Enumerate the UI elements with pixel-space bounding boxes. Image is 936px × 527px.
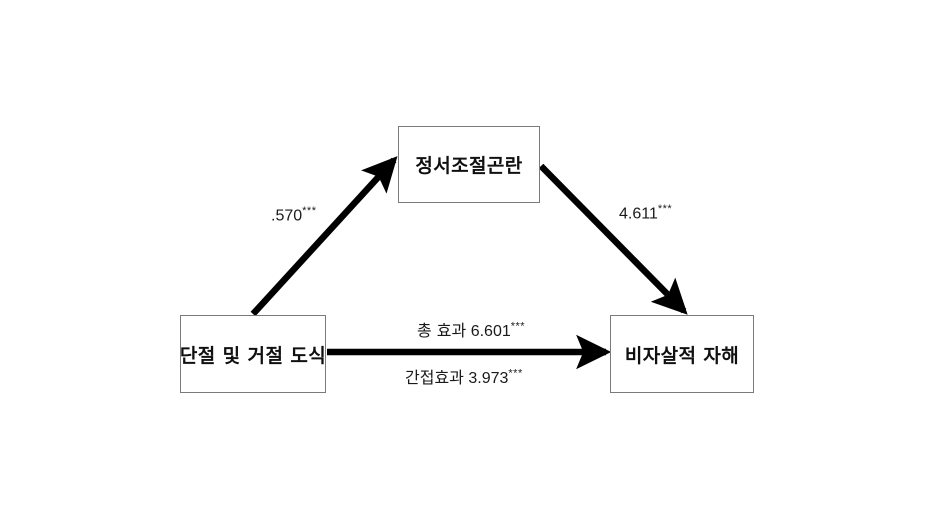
arrow-b-path bbox=[538, 163, 688, 315]
path-a-significance: *** bbox=[302, 205, 317, 217]
path-label-a: .570*** bbox=[271, 205, 316, 225]
node-outcome-label: 비자살적 자해 bbox=[624, 344, 740, 367]
total-effect-significance: *** bbox=[510, 320, 526, 333]
path-a-coefficient: .570 bbox=[271, 207, 303, 225]
total-effect-value: 6.601 bbox=[470, 323, 511, 340]
path-b-coefficient: 4.611 bbox=[619, 205, 658, 223]
path-label-b: 4.611*** bbox=[619, 203, 672, 223]
node-predictor-label: 단절 및 거절 도식 bbox=[179, 344, 327, 367]
node-mediator: 정서조절곤란 bbox=[398, 126, 540, 203]
indirect-effect-caption: 간접효과 bbox=[405, 368, 464, 387]
total-effect-caption: 총 효과 bbox=[417, 321, 467, 340]
arrow-a-path bbox=[250, 156, 398, 317]
path-label-total-effect: 총 효과 6.601*** bbox=[417, 317, 525, 341]
indirect-effect-significance: *** bbox=[508, 367, 523, 380]
node-outcome: 비자살적 자해 bbox=[610, 315, 754, 393]
node-predictor: 단절 및 거절 도식 bbox=[180, 315, 326, 393]
indirect-effect-value: 3.973 bbox=[468, 370, 509, 387]
path-label-indirect-effect: 간접효과 3.973*** bbox=[405, 364, 523, 388]
path-b-significance: *** bbox=[657, 203, 673, 215]
node-mediator-label: 정서조절곤란 bbox=[415, 155, 523, 177]
